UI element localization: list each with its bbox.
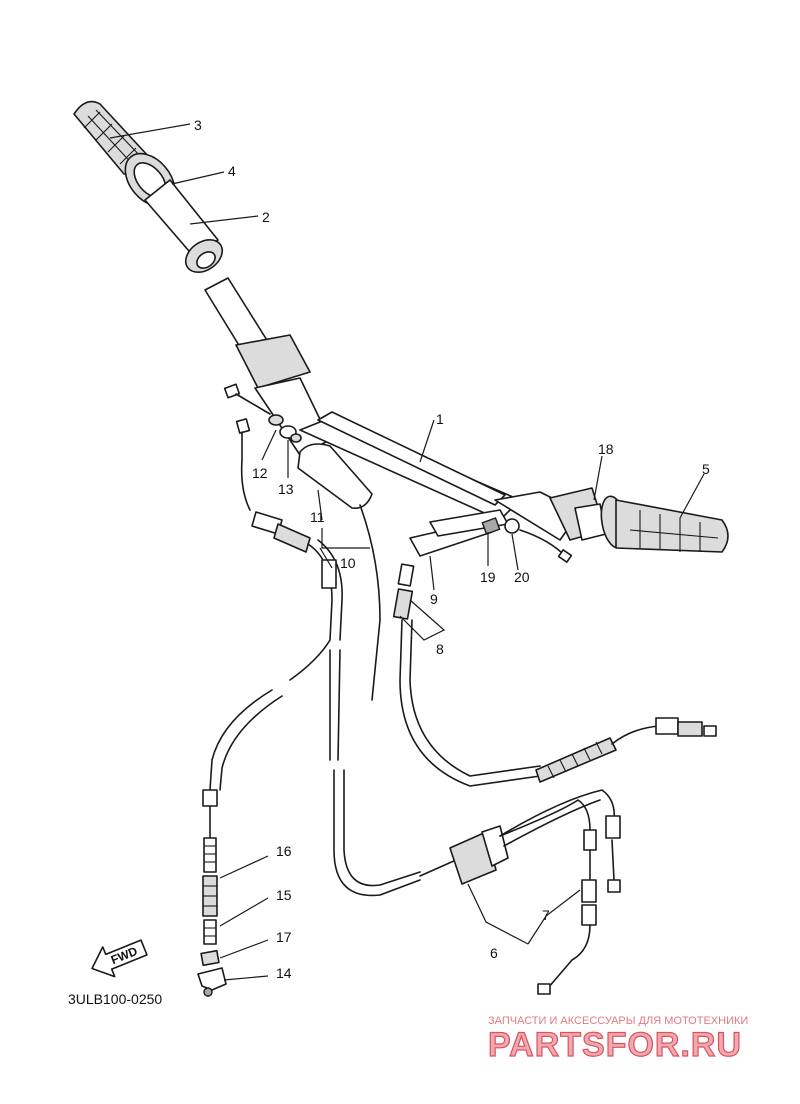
watermark: ЗАПЧАСТИ И АКСЕССУАРЫ ДЛЯ МОТОТЕХНИКИ PA… — [487, 1015, 748, 1065]
left-grip-assembly — [73, 100, 224, 274]
handlebar — [204, 277, 606, 541]
part-label-6: 6 — [490, 945, 498, 961]
part-label-14: 14 — [276, 965, 292, 981]
part-label-2: 2 — [262, 209, 270, 225]
right-grip-assembly — [574, 495, 729, 553]
part-label-5: 5 — [702, 461, 710, 477]
part-label-13: 13 — [278, 481, 294, 497]
part-label-10: 10 — [340, 555, 356, 571]
fwd-arrow: FWD — [91, 939, 148, 978]
part-label-8: 8 — [436, 641, 444, 657]
leader-lines — [109, 123, 705, 981]
cable-10 — [202, 511, 343, 841]
part-label-7: 7 — [542, 907, 550, 923]
part-label-1: 1 — [436, 411, 444, 427]
part-label-20: 20 — [514, 569, 530, 585]
part-label-3: 3 — [194, 117, 202, 133]
watermark-tagline: ЗАПЧАСТИ И АКСЕССУАРЫ ДЛЯ МОТОТЕХНИКИ — [488, 1015, 748, 1027]
adjuster-parts — [197, 837, 227, 997]
part-labels: 3 4 2 1 18 5 12 13 11 10 19 20 9 8 16 15… — [194, 117, 710, 981]
part-label-18: 18 — [598, 441, 614, 457]
junction-block — [419, 789, 621, 995]
part-label-15: 15 — [276, 887, 292, 903]
clamp-bolts — [223, 383, 302, 511]
part-label-11: 11 — [310, 509, 325, 525]
part-label-12: 12 — [252, 465, 268, 481]
cable-8 — [392, 563, 717, 787]
part-label-4: 4 — [228, 163, 236, 179]
catalog-code: 3ULB100-0250 — [68, 991, 162, 1007]
part-label-17: 17 — [276, 929, 292, 945]
control-levers — [297, 443, 573, 563]
part-label-19: 19 — [480, 569, 496, 585]
cable-long-center — [329, 504, 421, 897]
part-label-9: 9 — [430, 591, 438, 607]
watermark-logo: PARTSFOR.RU — [488, 1026, 742, 1064]
part-label-16: 16 — [276, 843, 292, 859]
